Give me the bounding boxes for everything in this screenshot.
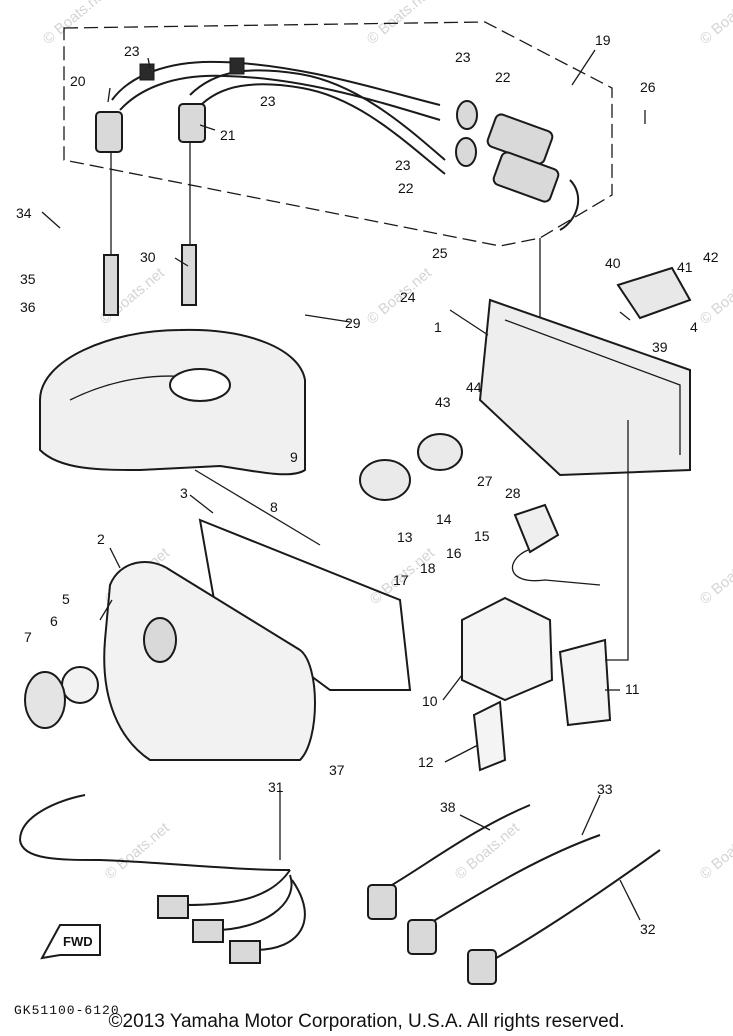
- watermark: © Boats.net: [40, 0, 112, 48]
- electrical-box: [478, 298, 691, 477]
- callout-43: 43: [435, 394, 451, 410]
- copyright-notice: ©2013 Yamaha Motor Corporation, U.S.A. A…: [108, 1011, 625, 1032]
- watermark: © Boats.net: [102, 819, 174, 883]
- cdi-unit: [461, 596, 554, 702]
- watermark: © Boats.net: [697, 264, 733, 328]
- callout-13: 13: [397, 529, 413, 545]
- battery-leads: [367, 804, 661, 985]
- callout-22: 22: [495, 69, 511, 85]
- callout-33: 33: [597, 781, 613, 797]
- callout-19: 19: [595, 32, 611, 48]
- callout-41: 41: [677, 259, 693, 275]
- callout-24: 24: [400, 289, 416, 305]
- callout-2: 2: [97, 531, 105, 547]
- dashed-line: [194, 469, 321, 546]
- callout-21: 21: [220, 127, 236, 143]
- watermark: © Boats.net: [697, 544, 733, 608]
- callout-35: 35: [20, 271, 36, 287]
- callout-38: 38: [440, 799, 456, 815]
- wire: [511, 549, 601, 586]
- callout-42: 42: [703, 249, 719, 265]
- callout-22: 22: [398, 180, 414, 196]
- callout-23: 23: [395, 157, 411, 173]
- callout-3: 3: [180, 485, 188, 501]
- callout-23: 23: [124, 43, 140, 59]
- callout-40: 40: [605, 255, 621, 271]
- switch: [417, 433, 463, 471]
- callout-28: 28: [505, 485, 521, 501]
- leader-lines: [41, 49, 646, 921]
- callout-11: 11: [625, 681, 640, 697]
- callout-36: 36: [20, 299, 36, 315]
- callout-4: 4: [690, 319, 698, 335]
- callout-6: 6: [50, 613, 58, 629]
- gasket: [198, 518, 412, 691]
- callout-15: 15: [474, 528, 490, 544]
- bracket: [616, 266, 692, 320]
- dashed-line: [605, 420, 629, 661]
- callout-16: 16: [446, 545, 462, 561]
- callout-12: 12: [418, 754, 434, 770]
- callout-23: 23: [260, 93, 276, 109]
- callout-labels: 19 23 23 23 23 20 21 22 22 26 34 30 35 3…: [16, 32, 719, 937]
- callout-30: 30: [140, 249, 156, 265]
- callout-34: 34: [16, 205, 32, 221]
- callout-26: 26: [640, 79, 656, 95]
- callout-7: 7: [24, 629, 32, 645]
- forward-arrow-icon: FWD: [40, 924, 101, 960]
- callout-14: 14: [436, 511, 452, 527]
- ignition-coils: [455, 100, 580, 231]
- callout-18: 18: [420, 560, 436, 576]
- wire-harness: [18, 794, 306, 964]
- callout-17: 17: [393, 572, 409, 588]
- engine-section: [39, 328, 306, 476]
- watermark: © Boats.net: [697, 0, 733, 48]
- ignition-coil-group-outline: [63, 21, 613, 247]
- callout-25: 25: [432, 245, 448, 261]
- callout-9: 9: [290, 449, 298, 465]
- electrical-box-cover: [24, 561, 316, 761]
- callout-29: 29: [345, 315, 361, 331]
- callout-8: 8: [270, 499, 278, 515]
- callout-39: 39: [652, 339, 668, 355]
- callout-20: 20: [70, 73, 86, 89]
- pulser-coil: [513, 503, 560, 554]
- high-tension-cords: [95, 57, 446, 175]
- callout-31: 31: [268, 779, 284, 795]
- callout-44: 44: [466, 379, 482, 395]
- callout-32: 32: [640, 921, 656, 937]
- callout-1: 1: [434, 319, 442, 335]
- spark-plugs: [103, 142, 197, 316]
- callout-23: 23: [455, 49, 471, 65]
- fwd-label: FWD: [63, 934, 93, 949]
- part-code: GK51100-6120: [14, 1003, 120, 1018]
- relay: [359, 459, 411, 501]
- callout-10: 10: [422, 693, 438, 709]
- plate: [472, 700, 507, 772]
- callout-37: 37: [329, 762, 345, 778]
- callout-5: 5: [62, 591, 70, 607]
- watermark: © Boats.net: [697, 819, 733, 883]
- callout-27: 27: [477, 473, 493, 489]
- holder: [558, 638, 612, 727]
